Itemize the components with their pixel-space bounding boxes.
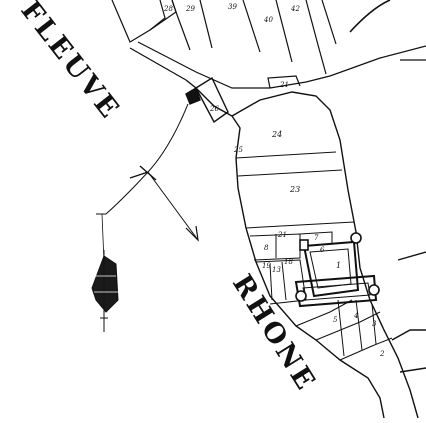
- parcel-number: 19: [262, 262, 271, 270]
- parcel-boundary: [199, 0, 213, 49]
- parcel-boundary: [171, 0, 191, 51]
- parcel-number: 13: [272, 266, 281, 274]
- parcel-number: 25: [233, 146, 243, 154]
- island-east-bank: [231, 91, 419, 419]
- parcel-outline-21: [267, 75, 301, 89]
- parcel-boundary: [242, 0, 261, 53]
- castle-building: [294, 232, 380, 308]
- parcel-boundary: [321, 0, 337, 45]
- upper-building: [185, 76, 229, 124]
- parcel-division: [237, 169, 343, 177]
- parcel-number: 4: [353, 312, 358, 320]
- parcel-division: [295, 299, 353, 327]
- parcel-number: 2: [379, 350, 385, 358]
- parcel-labels: 28 29 39 40 42 21 26 25 24 23 21 8 7 19 …: [163, 3, 385, 358]
- parcel-division: [371, 303, 377, 345]
- parcel-number: 24: [271, 130, 282, 139]
- road-upper-edge: [137, 41, 426, 89]
- parcel-division: [245, 221, 355, 229]
- road-lower-edge: [129, 47, 187, 81]
- castle-tower-nw: [299, 239, 309, 251]
- parcel-number: 28: [163, 5, 173, 13]
- parcel-number: 6: [320, 246, 325, 254]
- castle-tower-se: [368, 284, 380, 296]
- parcel-number: 29: [185, 5, 195, 13]
- parcel-number: 18: [284, 258, 293, 266]
- parcel-division: [269, 263, 273, 301]
- parcel-division: [355, 299, 363, 351]
- island-west-bank: [185, 79, 385, 419]
- hatch-curve: [349, 0, 391, 33]
- bank-tick: [391, 329, 426, 341]
- parcel-number: 23: [289, 185, 300, 194]
- parcel-number: 5: [333, 316, 338, 324]
- parcel-number: 39: [228, 3, 237, 11]
- parcel-number: 26: [209, 105, 219, 113]
- parcel-division: [235, 151, 337, 159]
- boat-and-ropes: [91, 103, 199, 332]
- upper-parcels: [111, 0, 426, 89]
- bank-tick: [399, 367, 426, 373]
- parcel-boundary: [305, 0, 327, 75]
- island-outline: [185, 79, 426, 419]
- parcel-division: [281, 261, 287, 301]
- parcel-division: [339, 337, 393, 361]
- castle-tower-sw: [295, 290, 307, 302]
- bank-tick: [397, 251, 426, 261]
- parcel-number: 42: [290, 5, 300, 13]
- parcel-number: 3: [372, 320, 377, 328]
- parcel-number: 21: [277, 231, 287, 239]
- castle-tower-ne: [350, 232, 362, 244]
- parcel-boundary: [275, 0, 293, 63]
- parcel-division: [337, 299, 345, 357]
- parcel-number: 40: [263, 16, 273, 24]
- parcel-outline-19: [255, 259, 307, 305]
- parcel-number: 21: [279, 81, 289, 89]
- parcel-number: 1: [336, 261, 341, 270]
- parcel-number: 8: [264, 244, 269, 252]
- parcel-number: 7: [314, 234, 319, 242]
